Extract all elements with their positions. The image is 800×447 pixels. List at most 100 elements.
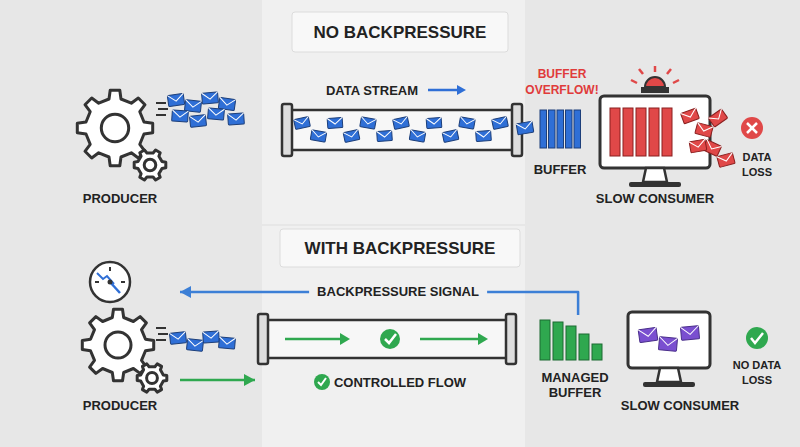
stream-pipe-part: [426, 117, 441, 124]
consumer-monitor-part: [681, 108, 700, 124]
consumer-monitor-part: [659, 337, 678, 346]
producer-gear-part: [186, 339, 203, 352]
consumer-monitor-part: [708, 109, 725, 124]
status-note: NO DATA LOSS: [728, 358, 786, 388]
envelope-body: [516, 121, 534, 135]
consumer-monitor-part: [654, 66, 657, 72]
consumer-monitor-part: [680, 326, 699, 335]
consumer-monitor-part: [680, 326, 699, 341]
consumer-monitor: SLOW CONSUMER: [622, 300, 717, 418]
exiting-envelope: [516, 121, 534, 135]
producer-gear-part: [109, 267, 111, 271]
stream-pipe-part: [492, 117, 509, 130]
panel-band-part: [0, 0, 800, 224]
producer-gear-part: [184, 100, 201, 113]
producer-gear-part: [95, 281, 99, 283]
managed-buffer-part: [592, 344, 602, 360]
stream-pipe-part: [311, 130, 327, 139]
consumer-monitor-part: [689, 139, 707, 153]
node-label: DATA STREAM: [317, 83, 427, 98]
consumer-monitor-part: [680, 326, 699, 341]
buffer-bars-part: [540, 110, 547, 148]
consumer-monitor-part: [695, 123, 713, 138]
stream-pipe-part: [476, 130, 492, 141]
managed-buffer-part: [553, 322, 563, 360]
consumer-monitor-part: [600, 96, 710, 168]
buffer-bars-part: [549, 110, 556, 148]
connector-line: [180, 379, 255, 382]
consumer-monitor-part: [658, 337, 677, 352]
stream-pipe-part: [512, 104, 522, 156]
panel-band-part: [280, 229, 520, 267]
buffer-bars-part: [566, 110, 573, 148]
ok-check: [751, 333, 763, 343]
stream-arrow-head: [457, 85, 466, 95]
ok-icon: [746, 327, 768, 349]
producer-gear-part: [203, 331, 220, 343]
stream-pipe-part: [492, 117, 508, 126]
loss-cross: [747, 123, 757, 133]
stream-pipe-part: [459, 117, 475, 126]
consumer-monitor-part: [649, 108, 659, 156]
producer-gear-part: [208, 108, 225, 120]
arrow-head: [180, 286, 191, 298]
producer-gear-part: [228, 113, 245, 125]
node-label: SLOW CONSUMER: [615, 398, 745, 413]
stream-pipe-part: [377, 130, 392, 137]
loss-cross: [747, 123, 757, 133]
loss-icon: [741, 117, 763, 139]
flow-pipe-part: [265, 320, 509, 358]
stream-pipe-part: [377, 130, 393, 141]
panel-band: NO BACKPRESSUREPRODUCERDATA STREAMBUFFER…: [0, 0, 800, 224]
stream-pipe-part: [343, 130, 360, 143]
stream-pipe-part: [310, 130, 327, 142]
panel-heading: WITH BACKPRESSURE: [280, 238, 520, 259]
stream-arrow-line: [428, 89, 458, 92]
stream-pipe-part: [327, 117, 342, 124]
stream-pipe-part: [327, 117, 343, 128]
producer-gear-part: [202, 92, 219, 104]
consumer-monitor-part: [704, 140, 721, 153]
consumer-monitor-part: [689, 139, 706, 148]
stream-pipe-part: [442, 130, 459, 143]
producer-gear-part: [219, 337, 236, 349]
consumer-monitor-part: [639, 69, 643, 74]
consumer-monitor-part: [657, 368, 681, 382]
stream-pipe-part: [360, 117, 377, 129]
stream-pipe-part: [459, 117, 476, 129]
consumer-monitor-part: [629, 182, 681, 187]
node-label: PRODUCER: [70, 191, 170, 206]
stream-pipe-part: [327, 117, 343, 128]
consumer-monitor-part: [695, 123, 713, 138]
producer-gear-part: [202, 92, 219, 104]
stream-pipe-part: [294, 117, 310, 126]
producer-gear-part: [156, 102, 166, 104]
stream-pipe-part: [410, 130, 426, 139]
consumer-monitor: SLOW CONSUMER: [595, 62, 717, 208]
connector-label: BACKPRESSURE SIGNAL: [309, 284, 487, 300]
producer-gear: PRODUCER: [70, 80, 170, 210]
consumer-monitor-part: [662, 108, 672, 156]
stream-pipe-part: [343, 130, 360, 143]
producer-gear-part: [167, 93, 184, 102]
consumer-monitor-part: [689, 139, 707, 153]
consumer-monitor-part: [717, 153, 735, 168]
stream-pipe-part: [426, 117, 442, 128]
producer-gear-part: [228, 113, 245, 125]
consumer-monitor-part: [681, 108, 700, 124]
panel-band-part: [0, 226, 800, 447]
producer-gear-part: [121, 281, 125, 283]
consumer-monitor-part: [696, 123, 713, 134]
stream-pipe-part: [393, 117, 410, 130]
producer-gear-part: [167, 93, 184, 106]
producer-gear-part: [144, 159, 156, 171]
stream-pipe-part: [409, 130, 426, 142]
producer-gear-part: [208, 108, 225, 116]
consumer-monitor-shape: [595, 62, 717, 208]
panel-band-part: [292, 12, 508, 52]
producer-gear-part: [208, 108, 225, 120]
panel-band-part: [262, 226, 525, 447]
stream-pipe-part: [360, 117, 376, 126]
consumer-monitor-part: [658, 337, 677, 352]
